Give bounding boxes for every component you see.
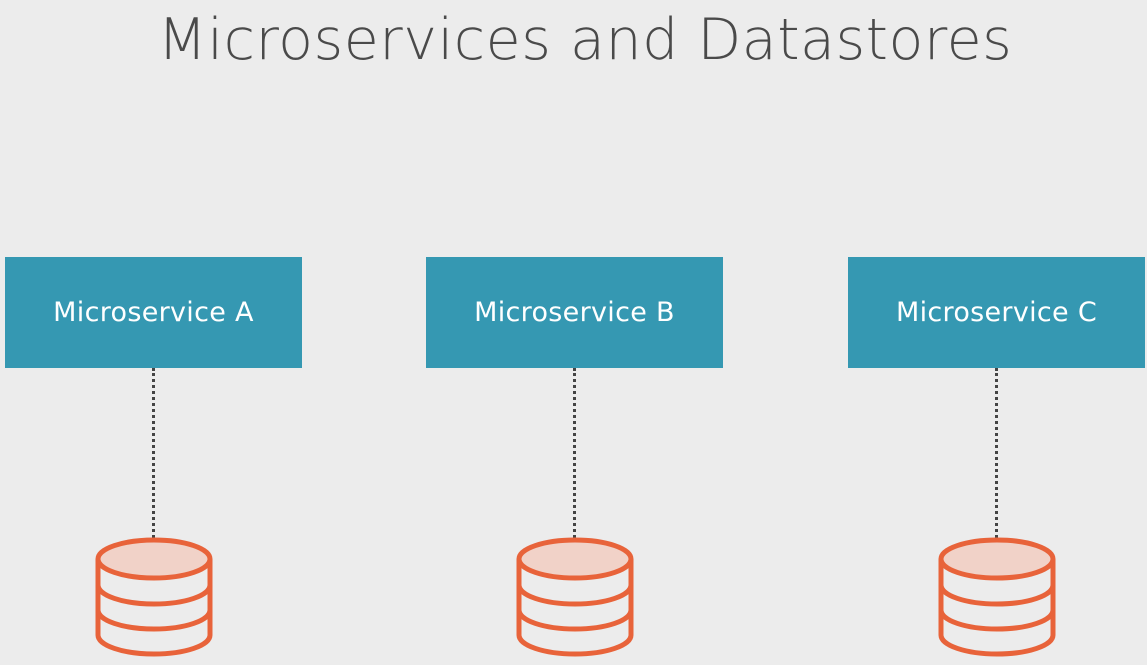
microservice-c-box: Microservice C bbox=[848, 257, 1145, 368]
database-icon bbox=[95, 537, 213, 657]
microservice-a-label: Microservice A bbox=[53, 297, 254, 328]
database-icon bbox=[516, 537, 634, 657]
microservice-a-box: Microservice A bbox=[5, 257, 302, 368]
diagram-title: Microservices and Datastores bbox=[157, 7, 1013, 73]
microservice-b-label: Microservice B bbox=[474, 297, 675, 328]
microservice-c-connector bbox=[995, 368, 998, 538]
microservice-b-connector bbox=[573, 368, 576, 538]
microservice-c-label: Microservice C bbox=[895, 297, 1098, 328]
microservice-a-connector bbox=[152, 368, 155, 538]
database-icon bbox=[938, 537, 1056, 657]
microservice-b-box: Microservice B bbox=[426, 257, 723, 368]
